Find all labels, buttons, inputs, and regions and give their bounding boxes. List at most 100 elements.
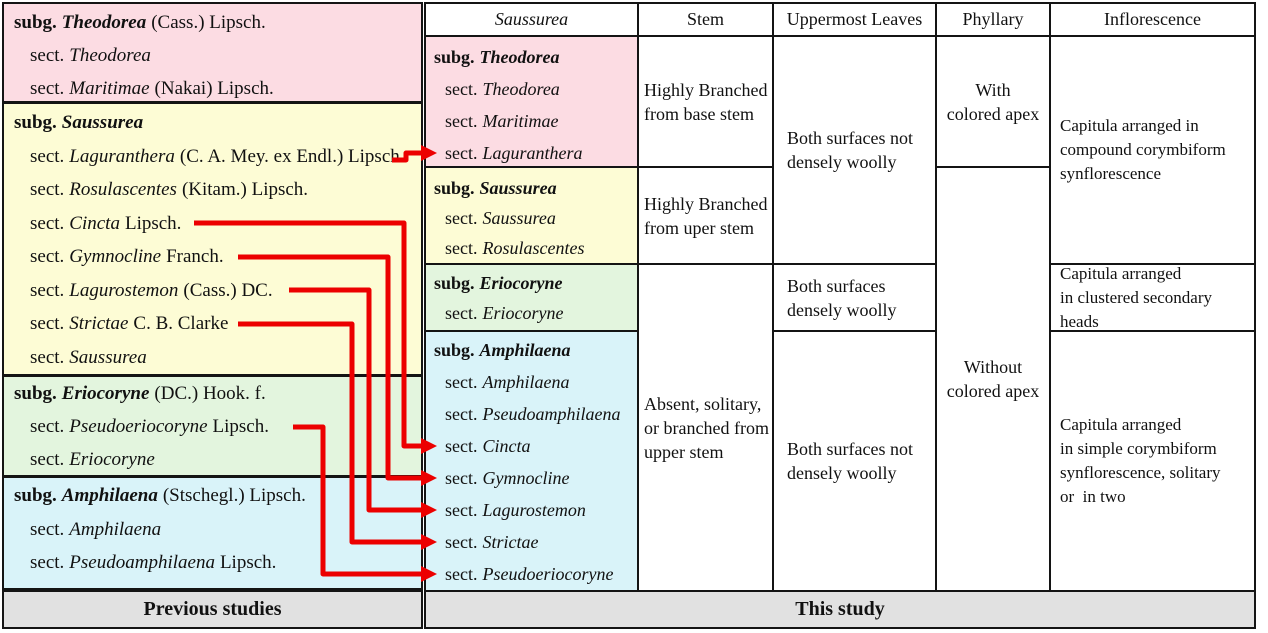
taxon-name: Laguranthera [69,145,175,167]
taxon-row: subg.Theodorea(Cass.) Lipsch. [4,6,421,39]
taxon-name: Saussurea [479,178,557,198]
taxon-authority: (Cass.) Lipsch. [151,12,266,33]
taxon-rank: sect. [30,145,65,167]
inflorescence-cell-2: Capitula arranged in clustered secondary… [1051,265,1254,330]
leaves-value: Both surfaces not densely woolly [787,439,913,483]
taxon-rank: sect. [445,303,478,323]
taxon-row: subg.Eriocoryne(DC.) Hook. f. [4,377,421,410]
stem-cell-absent: Absent, solitary, or branched from upper… [639,265,772,590]
taxon-rank: subg. [434,273,475,293]
taxon-row: sect.Rosulascentes [426,233,637,263]
taxon-name: Pseudoamphilaena [482,404,621,424]
taxon-row: sect.Eriocoryne [4,443,421,475]
taxon-name: Pseudoamphilaena [69,552,215,573]
taxon-row: sect.Theodorea [4,39,421,72]
taxon-rank: sect. [30,313,65,334]
taxon-authority: Lipsch. [124,212,182,234]
taxon-name: Pseudoeriocoryne [69,416,208,437]
leaves-cell-1: Both surfaces not densely woolly [774,37,935,263]
header-uppermost-leaves: Uppermost Leaves [774,4,935,35]
taxon-rank: subg. [434,47,475,67]
taxon-row: sect.Lagurostemon(Cass.) DC. [4,274,421,308]
taxon-rank: sect. [30,246,65,267]
taxon-rank: sect. [445,500,478,520]
taxon-rank: subg. [14,112,57,133]
header-phyllary: Phyllary [937,4,1049,35]
phyllary-value: With colored apex [946,79,1040,124]
taxon-name: Strictae [69,313,129,334]
taxon-authority: (Stschegl.) Lipsch. [162,485,306,506]
taxon-row: subg.Amphilaena [426,334,637,366]
taxon-authority: (DC.) Hook. f. [154,383,266,404]
taxon-rank: sect. [445,238,478,258]
phyllary-cell-without: Without colored apex [937,168,1049,590]
taxon-authority: C. B. Clarke [133,313,229,334]
taxon-row: sect.Maritimae(Nakai) Lipsch. [4,72,421,101]
taxon-row: subg.Theodorea [426,41,637,73]
previous-studies-footer: Previous studies [4,592,421,627]
inflorescence-cell-3: Capitula arranged in simple corymbiform … [1051,332,1254,590]
stem-value: Absent, solitary, or branched from upper… [644,393,769,462]
this-study-footer: This study [426,592,1254,627]
taxon-name: Gymnocline [69,246,162,267]
header-inflorescence: Inflorescence [1051,4,1254,35]
taxon-rank: sect. [445,372,478,392]
taxon-rank: sect. [445,111,478,131]
study-group-saussurea: subg.Saussurea sect.Saussurea sect.Rosul… [426,168,637,263]
taxon-name: Theodorea [61,12,147,33]
taxon-authority: Franch. [166,246,224,267]
taxon-name: Gymnocline [482,468,570,488]
taxon-row: sect.Amphilaena [426,366,637,398]
taxon-name: Pseudoeriocoryne [482,564,614,584]
taxon-rank: subg. [14,12,57,33]
taxon-rank: sect. [30,78,65,99]
taxon-rank: sect. [445,564,478,584]
inflorescence-value: Capitula arranged in clustered secondary… [1060,265,1212,330]
taxon-name: Eriocoryne [61,383,150,404]
header-stem-label: Stem [686,9,724,29]
taxon-name: Theodorea [479,47,560,67]
taxon-name: Theodorea [482,79,560,99]
taxon-row: sect.Theodorea [426,73,637,105]
taxon-name: Maritimae [69,78,150,99]
taxon-name: Amphilaena [61,485,158,506]
study-group-theodorea: subg.Theodorea sect.Theodorea sect.Marit… [426,37,637,166]
taxon-rank: subg. [434,178,475,198]
study-group-eriocoryne: subg.Eriocoryne sect.Eriocoryne [426,265,637,330]
inflorescence-value: Capitula arranged in compound corymbifor… [1060,116,1226,183]
taxon-row: sect.Amphilaena [4,513,421,547]
taxon-row: sect.Saussurea [426,203,637,233]
taxon-rank: sect. [30,212,65,234]
leaves-value: Both surfaces densely woolly [787,275,897,320]
taxon-rank: sect. [445,468,478,488]
taxon-row: sect.Cincta [426,430,637,462]
inflorescence-value: Capitula arranged in simple corymbiform … [1060,415,1221,506]
taxon-rank: sect. [30,552,65,573]
taxon-rank: sect. [30,279,65,301]
taxon-rank: sect. [30,346,65,368]
taxon-row: sect.Eriocoryne [426,298,637,328]
stem-cell-base: Highly Branched from base stem [639,37,772,166]
taxon-row: sect.Pseudoamphilaena [426,398,637,430]
taxon-rank: subg. [14,383,57,404]
taxon-row: sect.Rosulascentes(Kitam.) Lipsch. [4,173,421,207]
header-saussurea-label: Saussurea [494,9,569,29]
taxon-name: Amphilaena [482,372,570,392]
header-saussurea: Saussurea [426,4,637,35]
stem-value: Highly Branched from uper stem [644,193,768,238]
taxon-rank: sect. [30,518,65,540]
taxon-name: Saussurea [482,208,556,228]
prev-group-amphilaena: subg.Amphilaena(Stschegl.) Lipsch. sect.… [4,478,421,588]
taxon-name: Theodorea [69,45,151,66]
taxon-row: sect.Saussurea [4,341,421,375]
study-group-amphilaena: subg.Amphilaena sect.Amphilaena sect.Pse… [426,332,637,590]
taxon-name: Saussurea [69,346,147,368]
taxon-rank: sect. [445,79,478,99]
taxon-name: Maritimae [482,111,559,131]
taxon-authority: Lipsch. [212,416,269,437]
